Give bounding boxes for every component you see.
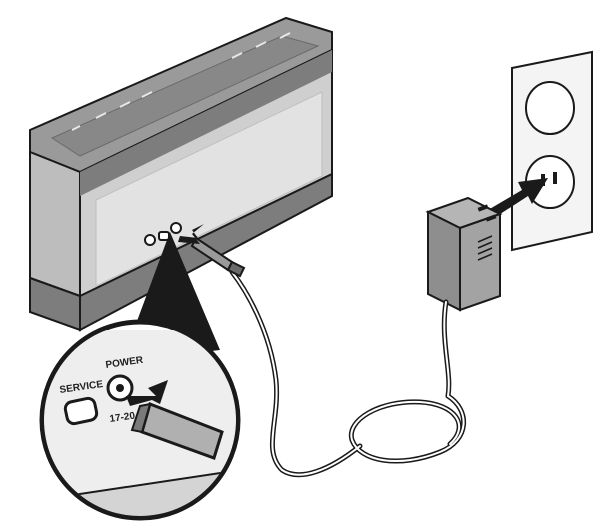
power-adapter [425, 196, 503, 312]
power-label: POWER [105, 355, 145, 371]
service-port [63, 396, 99, 426]
power-cable-inner [231, 271, 465, 476]
power-cable [229, 269, 466, 478]
voltage-label: 17-20 [109, 410, 136, 425]
speaker-top-buttons [71, 32, 291, 131]
speaker [29, 16, 333, 332]
zoom-arrow [126, 380, 168, 406]
insert-arrow [178, 224, 204, 244]
speaker-ports [144, 222, 182, 246]
plug-in-arrow [488, 178, 548, 218]
callout-zoom: SERVICE POWER 17-20 [39, 319, 241, 521]
wall-outlet [511, 50, 593, 252]
